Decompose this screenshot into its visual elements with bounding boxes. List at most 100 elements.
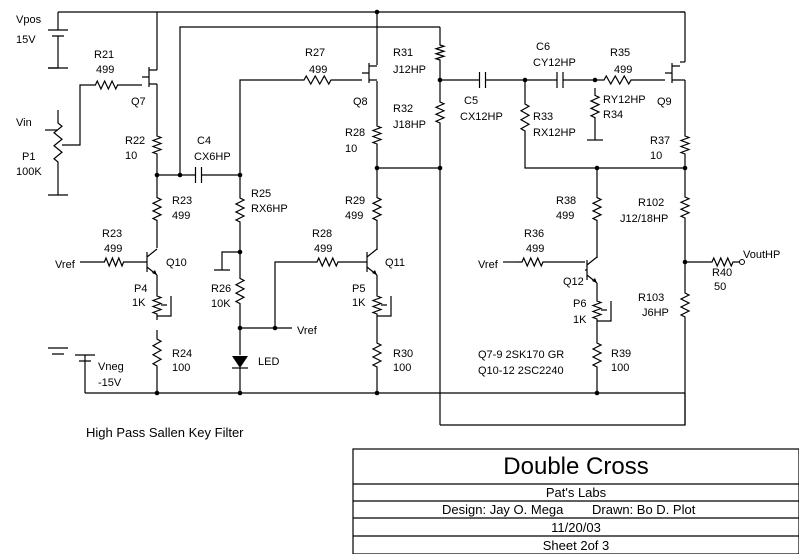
wire: [179, 26, 440, 175]
r34-name: R34: [603, 109, 623, 121]
r27-resistor: [295, 74, 340, 86]
r31-name: R31: [393, 47, 413, 59]
q9-jfet: [665, 63, 680, 83]
r33-resistor: [519, 95, 531, 140]
p1-value: 100K: [16, 166, 42, 178]
r38-val: 499: [556, 210, 574, 222]
p1-pot: [53, 110, 63, 175]
q11-transistor-arrow: [372, 270, 377, 275]
c6-name: C6: [536, 41, 550, 53]
vneg-ground: [48, 347, 68, 355]
r35-name: R35: [610, 47, 630, 59]
junction-dot: [374, 390, 380, 396]
title-block: Double Cross Pat's Labs Design: Jay O. M…: [352, 448, 799, 554]
wire: [62, 84, 88, 146]
title-block-company: Pat's Labs: [546, 485, 607, 500]
r24-val: 100: [172, 362, 190, 374]
p5-pot-wiper: [377, 296, 392, 317]
p5-val: 1K: [352, 297, 366, 309]
r102-name: R102: [638, 197, 664, 209]
r24-name: R24: [172, 348, 192, 360]
r25-resistor: [234, 190, 246, 230]
r39-resistor: [591, 335, 603, 375]
r34-resistor: [589, 88, 601, 125]
r22-resistor: [151, 130, 163, 160]
r31-resistor: [433, 40, 447, 65]
r102-resistor: [679, 190, 691, 225]
q8-label: Q8: [353, 96, 368, 108]
r103-val: J6HP: [642, 307, 669, 319]
q12-transistor-arrow: [592, 278, 597, 283]
r28a-name: R28: [345, 127, 365, 139]
c6-val: CY12HP: [533, 57, 576, 69]
r39-name: R39: [611, 348, 631, 360]
wires: [45, 9, 705, 426]
p4-pot: [151, 290, 163, 320]
title-block-design: Design: Jay O. Mega: [442, 502, 564, 517]
vpos-label: Vpos: [16, 14, 42, 26]
r26-resistor: [234, 270, 246, 312]
vpos-battery: [48, 29, 68, 37]
q12-transistor: [585, 256, 598, 284]
junction-dot: [374, 9, 380, 15]
r30-val: 100: [393, 362, 411, 374]
q9-label: Q9: [657, 96, 672, 108]
p5-pot: [371, 290, 383, 320]
r31-val: J12HP: [393, 64, 426, 76]
r24-resistor: [151, 330, 163, 375]
q10-label: Q10: [166, 257, 187, 269]
wire: [239, 79, 295, 175]
r22-val: 10: [125, 150, 137, 162]
r27-val: 499: [309, 64, 327, 76]
r27-name: R27: [305, 47, 325, 59]
vneg-battery: [75, 354, 95, 393]
r28a-val: 10: [345, 143, 357, 155]
r35-val: 499: [614, 64, 632, 76]
note-line-1: Q7-9 2SK170 GR: [478, 349, 564, 361]
junction-dot: [154, 390, 160, 396]
junction-dot: [682, 165, 688, 171]
caption: High Pass Sallen Key Filter: [86, 425, 244, 440]
r21-val: 499: [96, 64, 114, 76]
c5-capacitor: [440, 72, 525, 88]
vref-label-3: Vref: [478, 259, 499, 271]
r25-val: RX6HP: [251, 203, 288, 215]
r25-name: R25: [251, 188, 271, 200]
c4-name: C4: [197, 135, 211, 147]
r33-name: R33: [533, 111, 553, 123]
junction-dot: [594, 390, 600, 396]
vneg-value: -15V: [98, 377, 122, 389]
r30-resistor: [371, 335, 383, 375]
p6-pot-wiper: [597, 301, 612, 322]
ground-icon: [214, 262, 230, 271]
q10-transistor-arrow: [152, 270, 157, 275]
r28a-resistor: [371, 120, 383, 150]
r40-name: R40: [712, 267, 732, 279]
r36-resistor: [515, 256, 550, 268]
parts: [48, 29, 745, 393]
r36-name: R36: [524, 228, 544, 240]
r28b-val: 499: [314, 243, 332, 255]
r33-val: RX12HP: [533, 127, 576, 139]
r38-name: R38: [556, 195, 576, 207]
p4-val: 1K: [132, 297, 146, 309]
junction-dot: [237, 390, 243, 396]
r32-resistor: [434, 95, 446, 130]
c4-capacitor: [157, 167, 240, 183]
c4-val: CX6HP: [194, 151, 231, 163]
title-block-date: 11/20/03: [551, 520, 601, 535]
r23b-resistor: [98, 256, 130, 268]
vout-label: VoutHP: [743, 249, 780, 261]
q11-label: Q11: [385, 257, 405, 269]
p1-label: P1: [22, 151, 35, 163]
r40-val: 50: [714, 281, 726, 293]
wire: [48, 36, 59, 69]
r28b-name: R28: [312, 228, 332, 240]
r37-resistor: [679, 130, 691, 160]
wire: [221, 251, 240, 262]
r23a-val: 499: [172, 210, 190, 222]
q7-jfet: [142, 67, 157, 87]
c6-capacitor: [525, 72, 595, 88]
c5-val: CX12HP: [460, 111, 503, 123]
title-block-drawn: Drawn: Bo D. Plot: [592, 502, 696, 517]
